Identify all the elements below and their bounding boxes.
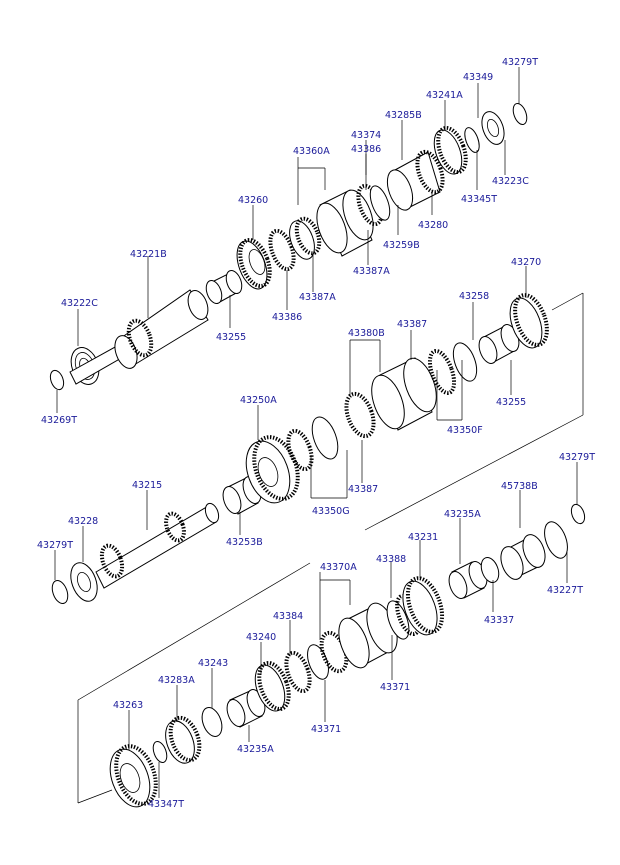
synchro-ring-43350F [427, 349, 457, 395]
part-labels: 43279T 43349 43241A 43285B 43374 43386 4… [37, 57, 595, 810]
snap-ring-43345T [464, 127, 480, 153]
label-43371-b: 43371 [311, 724, 341, 735]
snap-ring-43227T [544, 521, 568, 559]
label-43387A-b: 43387A [299, 292, 336, 303]
gear-43283A [165, 715, 202, 764]
label-43374: 43374 [351, 130, 381, 141]
label-43280: 43280 [418, 220, 448, 231]
group-frame-lines [77, 292, 584, 804]
synchro-ring-43388 [386, 600, 410, 640]
label-43371-a: 43371 [380, 682, 410, 693]
label-43283A: 43283A [158, 675, 195, 686]
label-43384: 43384 [273, 611, 303, 622]
label-43345T: 43345T [461, 194, 497, 205]
label-43259B: 43259B [383, 240, 420, 251]
label-43387A-a: 43387A [353, 266, 390, 277]
synchro-ring-43384 [284, 650, 312, 694]
input-shaft-43221B [69, 289, 209, 385]
label-43235A-a: 43235A [444, 509, 481, 520]
label-43228: 43228 [68, 516, 98, 527]
label-43241A: 43241A [426, 90, 463, 101]
label-43347T: 43347T [148, 799, 184, 810]
gear-43241A [433, 126, 468, 175]
label-43235A-b: 43235A [237, 744, 274, 755]
label-43255-b: 43255 [496, 397, 526, 408]
snap-ring-43347T [152, 740, 168, 764]
label-43231: 43231 [408, 532, 438, 543]
gear-43231 [402, 576, 445, 636]
label-43386-b: 43386 [272, 312, 302, 323]
label-43243: 43243 [198, 658, 228, 669]
bearing-43223C [481, 111, 505, 145]
needle-bearing-43255-a [205, 269, 243, 305]
label-43380B: 43380B [348, 328, 385, 339]
snap-ring-43279T-c [570, 503, 586, 525]
label-43387-a: 43387 [397, 319, 427, 330]
gear-43263 [109, 744, 158, 808]
label-43223C: 43223C [492, 176, 529, 187]
gear-43280 [386, 149, 445, 211]
label-43388: 43388 [376, 554, 406, 565]
leader-lines [54, 67, 578, 798]
gear-43260 [236, 238, 272, 290]
gear-43270 [509, 293, 549, 349]
gear-43240 [254, 661, 291, 712]
label-43215: 43215 [132, 480, 162, 491]
label-43258: 43258 [459, 291, 489, 302]
bearing-45738B [500, 534, 546, 580]
label-43350F: 43350F [447, 425, 483, 436]
label-43349: 43349 [463, 72, 493, 83]
label-43285B: 43285B [385, 110, 422, 121]
label-43221B: 43221B [130, 249, 167, 260]
label-43350G: 43350G [312, 506, 350, 517]
main-shaft-43215 [95, 502, 220, 589]
label-43253B: 43253B [226, 537, 263, 548]
label-43387-b: 43387 [348, 484, 378, 495]
label-43227T: 43227T [547, 585, 583, 596]
bearing-43228 [70, 562, 98, 602]
snap-ring-43279T-b [51, 579, 69, 605]
label-43269T: 43269T [41, 415, 77, 426]
label-43255-a: 43255 [216, 332, 246, 343]
needle-bearing-43235A-b [226, 689, 266, 728]
snap-ring-43269T [49, 369, 65, 391]
input-shaft-assembly [49, 102, 528, 391]
label-43386-a: 43386 [351, 144, 381, 155]
synchro-ring-43386-b [268, 228, 296, 272]
counter-shaft-assembly [109, 503, 586, 808]
label-43279T-c: 43279T [559, 452, 595, 463]
label-43360A: 43360A [293, 146, 330, 157]
ring-43387-b [311, 416, 339, 460]
label-43279T-b: 43279T [37, 540, 73, 551]
synchro-hub-43380B [344, 357, 437, 439]
label-43260: 43260 [238, 195, 268, 206]
label-43337: 43337 [484, 615, 514, 626]
spacer-43243 [201, 707, 223, 737]
label-43240: 43240 [246, 632, 276, 643]
snap-ring-43279T-a [512, 102, 528, 126]
label-45738B: 45738B [501, 481, 538, 492]
main-shaft-assembly [51, 293, 549, 605]
label-43263: 43263 [113, 700, 143, 711]
label-43370A: 43370A [320, 562, 357, 573]
spacer-43337 [480, 556, 500, 584]
synchro-hub-43360A [289, 189, 374, 260]
label-43270: 43270 [511, 257, 541, 268]
ring-43387A [369, 185, 391, 221]
synchro-ring-43350G [286, 428, 314, 472]
ring-43258 [452, 342, 478, 382]
label-43279T-a: 43279T [502, 57, 538, 68]
label-43250A: 43250A [240, 395, 277, 406]
synchro-hub-43370A [319, 602, 398, 674]
label-43222C: 43222C [61, 298, 98, 309]
ring-43371-b [307, 644, 329, 680]
